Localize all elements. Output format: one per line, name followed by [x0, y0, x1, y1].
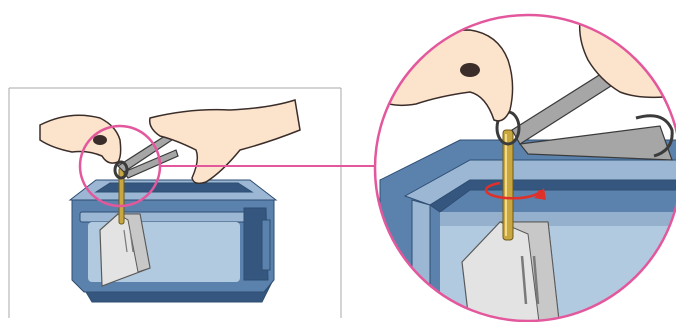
clamp-tool: [115, 134, 178, 178]
overview-panel: [9, 88, 341, 318]
right-hand: [150, 100, 300, 183]
zoom-panel: [370, 10, 676, 322]
zoom-rod: [503, 130, 513, 240]
